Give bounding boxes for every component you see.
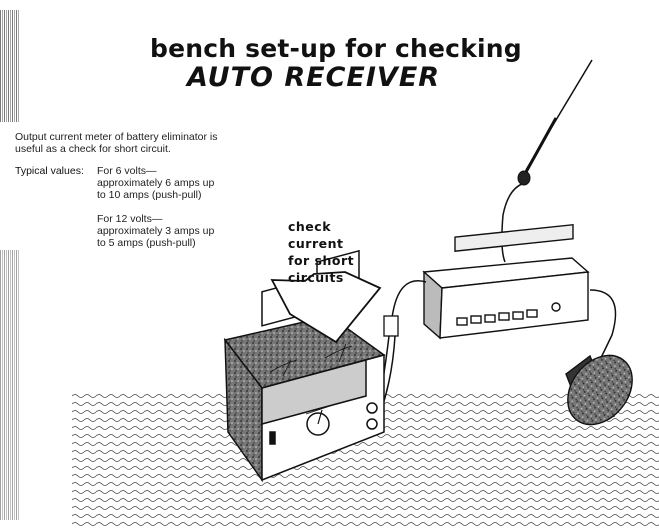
left-edge-texture-bottom: [0, 250, 20, 520]
callout-text: check current for short circuits: [288, 219, 355, 285]
cable-connector: [383, 315, 399, 337]
typical-6v-note: For 6 volts—approximately 6 amps up to 1…: [97, 165, 215, 201]
title-line-1: bench set-up for checking: [150, 34, 522, 63]
typical-values-label: Typical values:: [15, 165, 84, 177]
title-line-2: AUTO RECEIVER: [187, 62, 441, 93]
callout-arrow: [270, 271, 382, 344]
antenna: [501, 59, 593, 263]
speaker: [565, 354, 633, 426]
typical-12v-note: For 12 volts—approximately 3 amps up to …: [97, 213, 215, 249]
intro-note: Output current meter of battery eliminat…: [15, 131, 218, 155]
auto-receiver: [422, 224, 590, 340]
left-edge-texture-top: [0, 10, 20, 122]
